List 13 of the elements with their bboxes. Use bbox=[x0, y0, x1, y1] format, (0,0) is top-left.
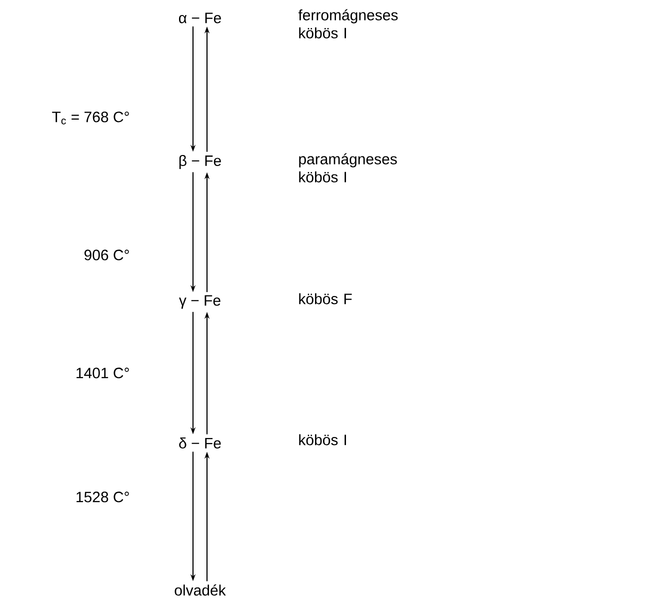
temperature-label: 1401 C° bbox=[73, 366, 132, 380]
phase-description: köbös I bbox=[299, 434, 346, 446]
phase-description: paramágneses köbös I bbox=[299, 153, 397, 182]
phase-description: ferromágneses köbös I bbox=[298, 9, 398, 38]
temperature-label: 906 C° bbox=[82, 248, 132, 262]
temperature-label: 1528 C° bbox=[73, 490, 132, 504]
phase-label: α − Fe bbox=[179, 12, 221, 24]
temperature-label: T$_{c}$ = 768 C° bbox=[50, 110, 132, 126]
phase-description: köbös F bbox=[299, 293, 352, 304]
phase-label: δ − Fe bbox=[179, 437, 221, 448]
phase-label: β − Fe bbox=[179, 155, 221, 169]
phase-label: γ − Fe bbox=[179, 295, 220, 309]
phase-label: olvadék bbox=[174, 584, 226, 596]
